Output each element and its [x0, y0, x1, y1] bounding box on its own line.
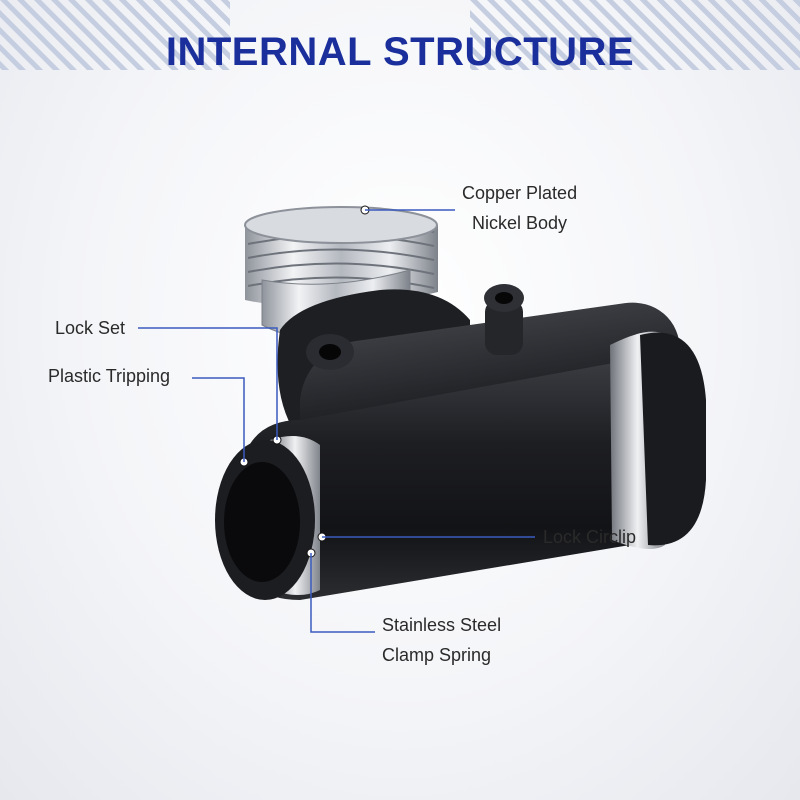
callout-stainless-steel-clamp-spring: Stainless Steel Clamp Spring	[382, 610, 501, 670]
callout-spring-line2: Clamp Spring	[382, 645, 492, 665]
callout-spring-line1: Stainless Steel	[382, 615, 502, 635]
callout-copper-line1: Copper Plated	[462, 183, 578, 203]
page-title: INTERNAL STRUCTURE	[165, 30, 635, 74]
callout-plastic-tripping: Plastic Tripping	[48, 366, 171, 386]
callout-copper-plated-nickel-body: Copper Plated Nickel Body	[462, 178, 577, 238]
decorative-stripes-left	[0, 0, 230, 70]
left-end-collet	[215, 436, 320, 600]
callout-lock-circlip: Lock Circlip	[543, 527, 637, 547]
right-end-collet	[610, 331, 706, 549]
callout-lock-set: Lock Set	[55, 318, 126, 338]
tee-body	[240, 284, 690, 600]
decorative-stripes-right	[470, 0, 800, 70]
callout-copper-line2: Nickel Body	[472, 213, 568, 233]
